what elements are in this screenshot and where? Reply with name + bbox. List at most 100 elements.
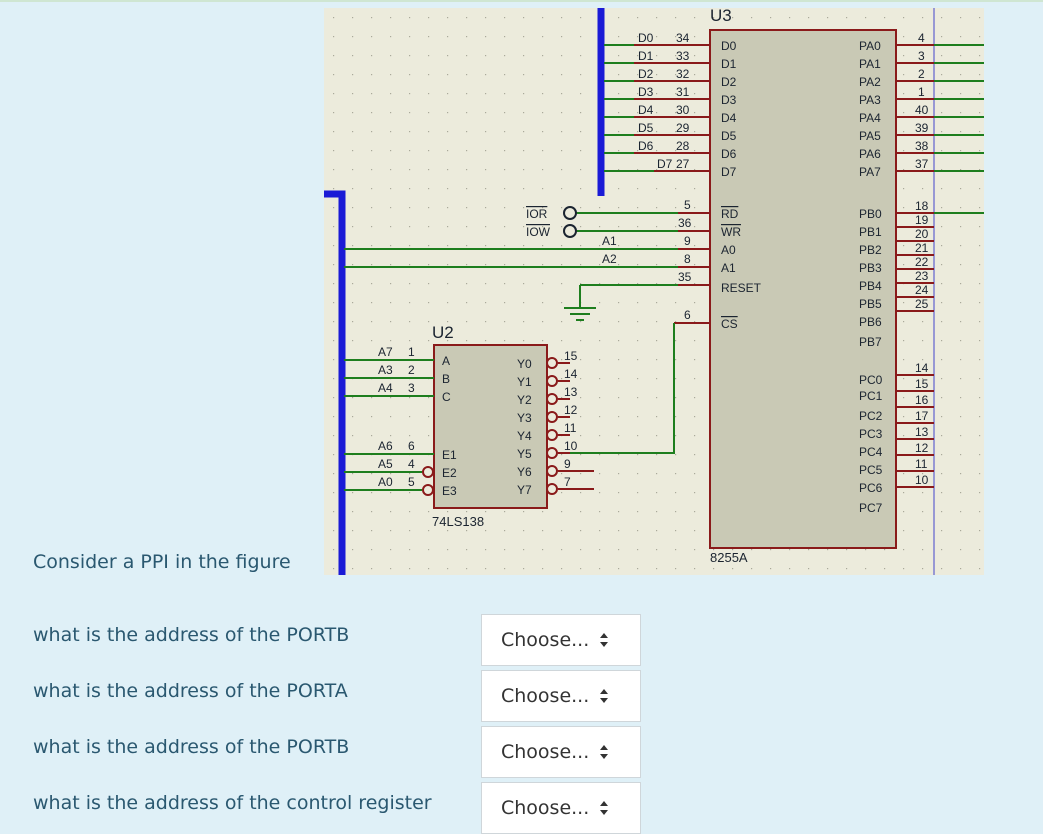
u2-in-num-3: 6 [408,439,415,453]
u2-in-net-0: A7 [378,345,393,359]
data-net-2: D2 [638,67,654,81]
ior-terminal [563,206,577,220]
a2-net: A2 [602,252,617,266]
data-pin-0: D0 [721,39,737,53]
u2-out-num-5: 10 [564,439,578,453]
ctrl-num-0: 5 [684,198,691,212]
u2-in-pin-0: A [442,354,450,368]
u2-ref: U2 [432,323,454,342]
data-net-4: D4 [638,103,654,117]
ctrl-num-1: 36 [678,216,692,230]
ctrl-num-5: 6 [684,308,691,322]
e3-bubble [422,484,434,496]
u2-out-pin-0: Y0 [517,357,532,371]
data-num-5: 29 [676,121,690,135]
u2-in-pin-5: E3 [442,484,457,498]
ctrl-num-2: 9 [684,234,691,248]
pa-pin-3: PA3 [859,93,881,107]
ctrl-pin-a1: A1 [721,261,736,275]
u2-out-num-7: 7 [564,475,571,489]
u2-out-pin-4: Y4 [517,429,532,443]
question-1-label: what is the address of the PORTB [33,624,350,646]
u2-out-pin-2: Y2 [517,393,532,407]
u3-8255a-chip [709,29,897,549]
question-3-select-value: Choose... [501,741,590,763]
u2-in-pin-4: E2 [442,466,457,480]
pc-num-6: 11 [915,457,928,471]
updown-arrows-icon [599,744,609,760]
data-num-0: 34 [676,31,690,45]
data-net-3: D3 [638,85,654,99]
u3-part: 8255A [710,550,748,565]
pb-pin-7: PB7 [859,335,882,349]
question-4-select[interactable]: Choose... [481,782,641,834]
question-2-label: what is the address of the PORTA [33,680,348,702]
pc-num-0: 14 [915,361,929,375]
u2-in-net-5: A0 [378,475,393,489]
u2-in-net-1: A3 [378,363,393,377]
data-pin-3: D3 [721,93,737,107]
pa-num-4: 40 [915,103,929,117]
control-wires-green [344,212,678,454]
updown-arrows-icon [599,800,609,816]
pa-pin-2: PA2 [859,75,881,89]
ctrl-num-3: 8 [684,252,691,266]
question-1-select[interactable]: Choose... [481,614,641,666]
data-num-6: 28 [676,139,690,153]
updown-arrows-icon [599,688,609,704]
u2-input-wires [344,359,434,491]
data-num-3: 31 [676,85,690,99]
pc-num-2: 16 [915,393,929,407]
pb-pin-1: PB1 [859,225,882,239]
u2-out-num-1: 14 [564,367,578,381]
pa-pin-1: PA1 [859,57,881,71]
question-3-select[interactable]: Choose... [481,726,641,778]
top-border [0,0,1043,2]
data-net-5: D5 [638,121,654,135]
pa-num-5: 39 [915,121,929,135]
pc-pin-1: PC1 [859,389,883,403]
pb-num-2: 20 [915,227,929,241]
ppi-schematic: U3 8255A U2 74LS138 D0 D1 D2 D3 D4 D5 D6… [324,8,984,575]
u2-out-num-4: 11 [564,421,577,435]
data-pin-1: D1 [721,57,737,71]
u3-ref: U3 [710,8,732,25]
u2-out-num-3: 12 [564,403,578,417]
question-3-label: what is the address of the PORTB [33,736,350,758]
question-2-select[interactable]: Choose... [481,670,641,722]
pc-num-4: 13 [915,425,929,439]
data-num-4: 30 [676,103,690,117]
u2-out-num-6: 9 [564,457,571,471]
pc-pin-0: PC0 [859,373,883,387]
ctrl-pin-cs: CS [721,317,738,331]
pc-num-1: 15 [915,377,929,391]
u2-out-pin-6: Y6 [517,465,532,479]
pc-pin-3: PC3 [859,427,883,441]
data-num-7: 27 [676,157,690,171]
data-net-0: D0 [638,31,654,45]
pa-pin-0: PA0 [859,39,881,53]
data-pin-4: D4 [721,111,737,125]
iow-label: IOW [526,225,551,239]
pb-pin-0: PB0 [859,207,882,221]
pb-num-1: 19 [915,213,929,227]
question-4-select-value: Choose... [501,797,590,819]
u2-in-pin-1: B [442,372,450,386]
data-pin-5: D5 [721,129,737,143]
pa-num-0: 4 [918,31,925,45]
pb-num-5: 23 [915,269,929,283]
pc-pin-7: PC7 [859,501,883,515]
data-pin-7: D7 [721,165,737,179]
a1-net: A1 [602,234,617,248]
iow-terminal [563,224,577,238]
question-1-select-value: Choose... [501,629,590,651]
u2-output-wires [558,362,594,490]
pc-num-5: 12 [915,441,929,455]
pb-pin-3: PB3 [859,261,882,275]
pa-pin-4: PA4 [859,111,881,125]
ctrl-pin-reset: RESET [721,281,762,295]
pa-num-3: 1 [918,85,925,99]
pc-num-7: 10 [915,473,929,487]
u2-out-num-2: 13 [564,385,578,399]
pc-pin-4: PC4 [859,445,883,459]
